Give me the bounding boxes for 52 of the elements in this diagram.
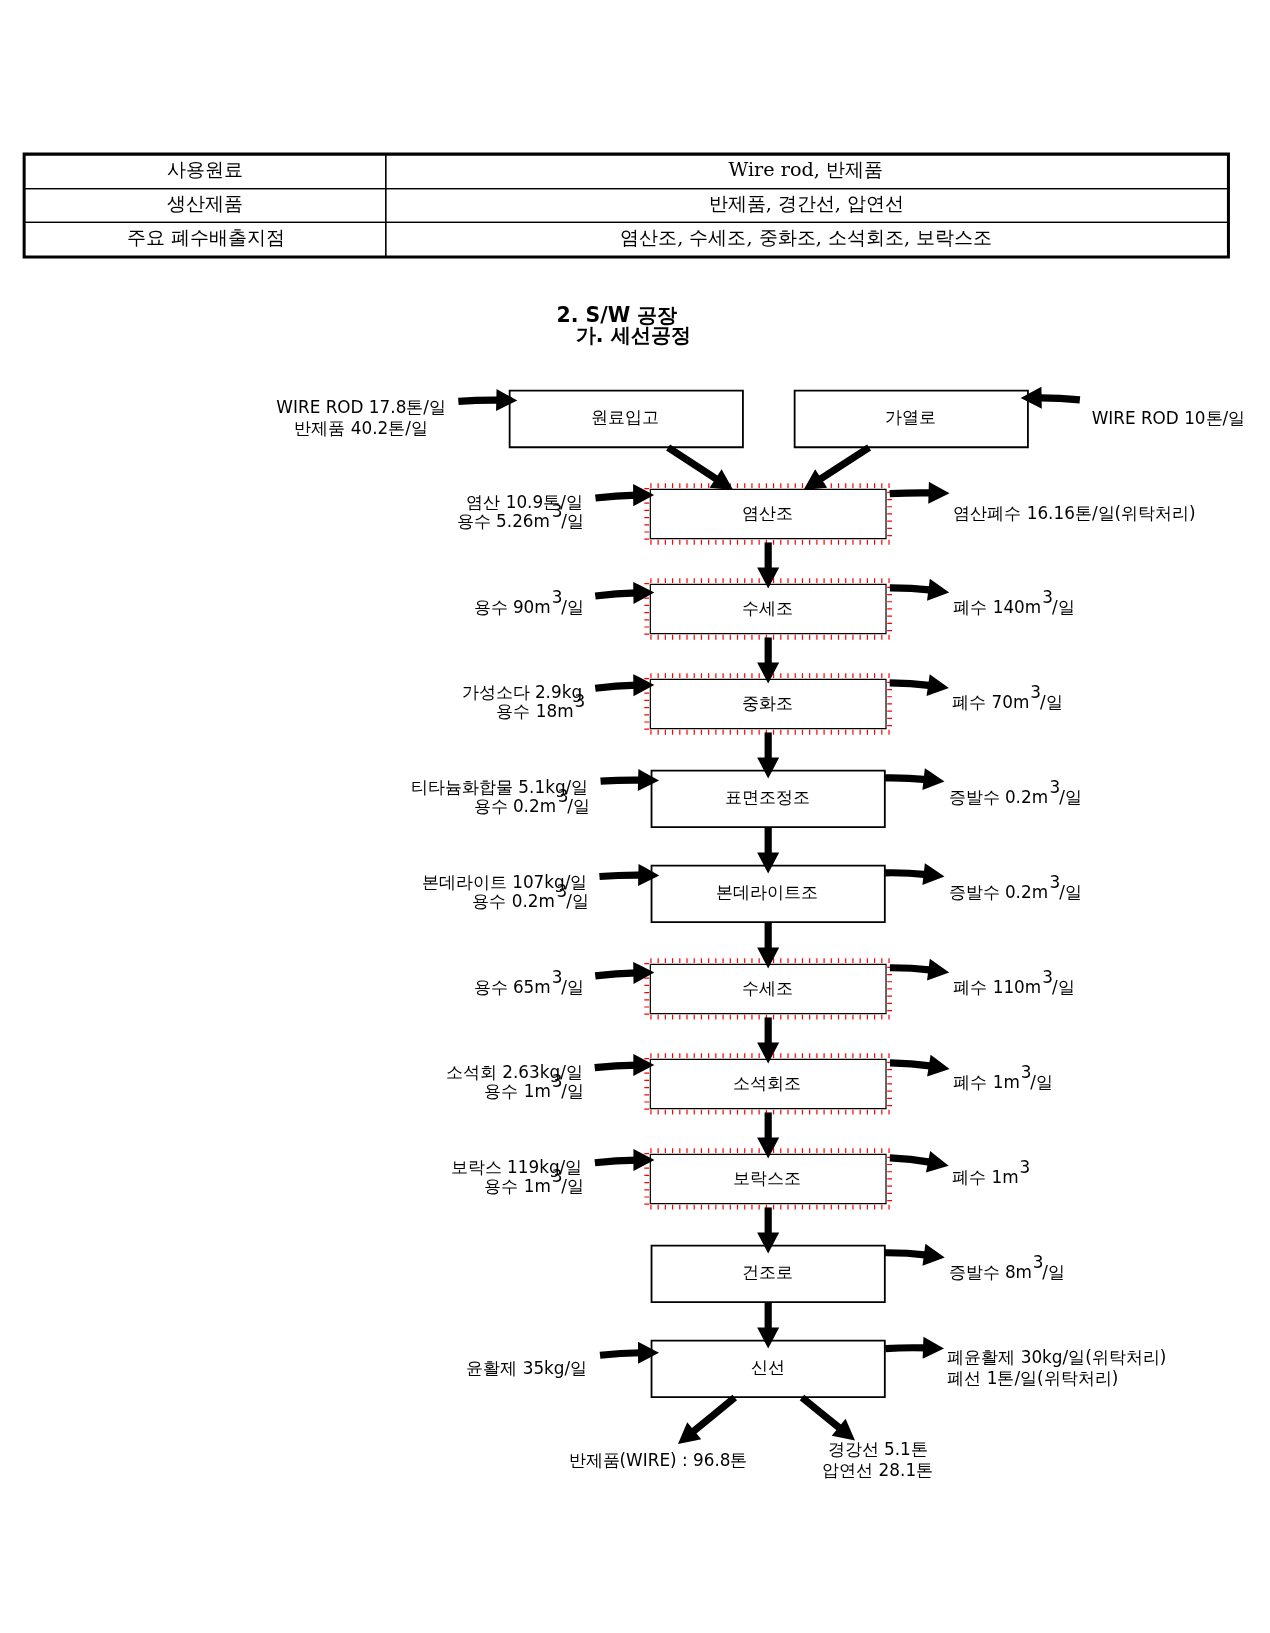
arrow [594,1148,655,1171]
arrow [594,1053,655,1076]
arrow [889,673,949,696]
node-text: 염산폐수 16.16톤/일(위탁처리) [953,502,1196,523]
arrow [599,1341,659,1364]
arrow [757,826,780,873]
arrow [884,1243,945,1266]
arrow [594,673,655,696]
node-box: 염산조 [644,482,893,545]
node-box: 수세조 [644,577,893,640]
node-box: 본데라이트조 [650,864,886,923]
node-box: 표면조정조 [650,769,886,828]
node-text: WIRE ROD 10톤/일 [1091,407,1246,428]
node-box: 수세조 [644,957,893,1020]
node-box: 소석회조 [644,1052,893,1115]
arrow [594,961,655,984]
label: 염산조, 수세조, 중화조, 소석회조, 보락스조 [620,225,993,249]
arrow [757,921,780,968]
node-box: 신선 [650,1339,886,1398]
node-box: 건조로 [650,1244,886,1303]
node-text: 폐윤활제 30kg/일(위탁처리) 폐선 1톤/일(위탁처리) [947,1346,1167,1388]
label: 생산제품 [166,191,243,215]
arrow [757,1016,780,1063]
arrow [757,636,780,683]
node-text: WIRE ROD 17.8톤/일 반제품 40.2톤/일 [276,396,447,438]
node-box: 보락스조 [644,1147,893,1210]
node-text: 경강선 5.1톤 압연선 28.1톤 [822,1438,934,1480]
arrow [757,541,780,588]
label: Wire rod, 반제품 [728,157,884,181]
arrow [889,481,950,504]
label: 사용원료 [166,157,243,181]
arrow [757,1111,780,1158]
node-box: 중화조 [644,672,893,735]
label: 반제품, 경간선, 압연선 [708,191,905,215]
node-text: 반제품(WIRE) : 96.8톤 [568,1449,748,1470]
node-box: 원료입고 [508,389,744,448]
arrow [889,1054,950,1076]
arrow [757,1301,780,1348]
arrow [889,958,950,981]
arrow [757,731,780,778]
arrow [1020,386,1081,409]
arrow [678,1394,738,1444]
arrow [594,581,655,604]
arrow [757,1206,780,1253]
arrow [889,578,950,601]
arrow [889,1150,949,1173]
arrow [799,1394,855,1440]
node-text: 윤활제 35kg/일 [466,1357,588,1378]
label: 주요 폐수배출지점 [126,225,285,249]
arrow [666,443,734,490]
node-box: 가열로 [793,389,1029,448]
arrow [885,1336,944,1359]
